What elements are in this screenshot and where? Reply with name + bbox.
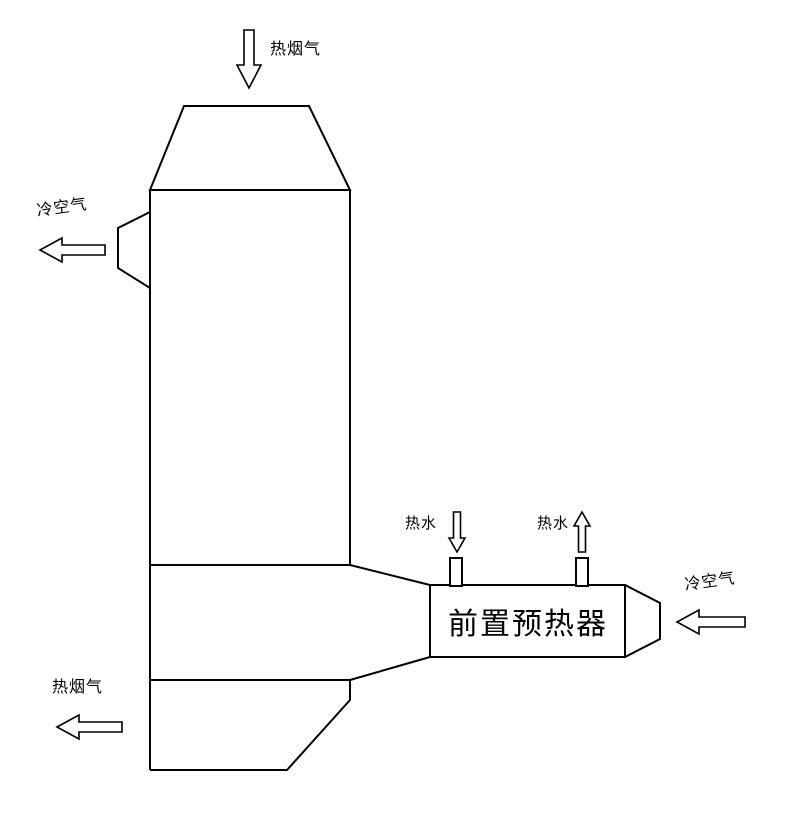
tower-bottom bbox=[150, 680, 351, 771]
hot-water-in-label: 热水 bbox=[405, 515, 438, 532]
hot-water-in-down-arrow-icon bbox=[447, 511, 467, 554]
left-outlet-duct bbox=[117, 211, 151, 289]
hot-water-out-label: 热水 bbox=[537, 515, 570, 532]
hot-flue-gas-top-label: 热烟气 bbox=[270, 41, 322, 58]
preheater-inlet-cone-top bbox=[349, 564, 431, 586]
hot-water-inlet-pipe bbox=[449, 557, 463, 587]
tower-top-cap bbox=[148, 105, 352, 191]
preheater-right-cone bbox=[624, 584, 661, 658]
cold-air-left-arrow-icon bbox=[38, 236, 106, 264]
preheater-inlet-cone-bottom bbox=[349, 656, 431, 681]
hot-flue-gas-bottom-label: 热烟气 bbox=[52, 679, 104, 696]
hot-water-outlet-pipe bbox=[575, 557, 589, 587]
hot-flue-gas-down-arrow-icon bbox=[235, 29, 263, 90]
preheater-title: 前置预热器 bbox=[448, 608, 608, 641]
hot-water-out-up-arrow-icon bbox=[572, 510, 592, 553]
cold-air-right-arrow-icon bbox=[675, 608, 746, 636]
hot-flue-gas-bottom-arrow-icon bbox=[55, 713, 123, 741]
